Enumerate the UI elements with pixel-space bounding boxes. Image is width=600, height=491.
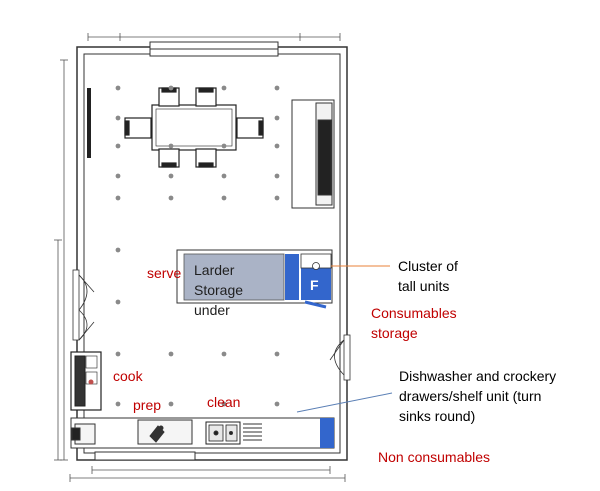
- fridge-unit: [301, 268, 331, 300]
- non-consumables-label: Non consumables: [378, 449, 491, 465]
- ceiling-light-dot: [168, 351, 174, 357]
- ceiling-light-dot: [274, 85, 280, 91]
- dining-chairs: [124, 87, 264, 168]
- ceiling-light-dot: [221, 173, 227, 179]
- bottom-worktop: [70, 417, 335, 449]
- dining-table: [151, 104, 237, 151]
- right-side-unit: [291, 99, 335, 209]
- ceiling-light-dot: [221, 143, 227, 149]
- larder-label-line-2: Storage: [194, 282, 244, 298]
- ceiling-light-dot: [274, 195, 280, 201]
- top-window: [149, 41, 279, 57]
- ceiling-light-dot: [274, 143, 280, 149]
- ceiling-light-dot: [168, 401, 174, 407]
- wall-mounted-panel: [87, 88, 91, 158]
- dishwasher-leader-line: [296, 392, 393, 413]
- ceiling-light-dot: [221, 195, 227, 201]
- ceiling-light-dot: [115, 247, 121, 253]
- bottom-window: [94, 451, 196, 461]
- larder-label-line-3: under: [194, 302, 230, 318]
- ceiling-light-dot: [115, 195, 121, 201]
- tall-unit-left: [285, 254, 299, 300]
- ceiling-light-dot: [221, 351, 227, 357]
- ceiling-light-dot: [115, 299, 121, 305]
- zone-label-serve: serve: [147, 265, 182, 281]
- ceiling-light-dot: [274, 115, 280, 121]
- ceiling-light-dot: [115, 85, 121, 91]
- zone-label-clean: clean: [207, 394, 241, 410]
- ceiling-light-dot: [168, 195, 174, 201]
- ceiling-lights: [115, 85, 280, 407]
- cluster-label-line-1: Cluster of: [398, 258, 458, 274]
- consumables-label-line-2: storage: [371, 325, 418, 341]
- left-doors: [72, 269, 95, 341]
- ceiling-light-dot: [168, 143, 174, 149]
- fridge-door: [304, 300, 327, 309]
- ceiling-light-dot: [115, 173, 121, 179]
- ceiling-light-dot: [221, 401, 227, 407]
- larder-label-line-1: Larder: [194, 262, 235, 278]
- consumables-label-line-1: Consumables: [371, 305, 457, 321]
- zone-label-prep: prep: [133, 397, 162, 413]
- dishwasher-label-line-2: drawers/shelf unit (turn: [399, 388, 542, 404]
- cluster-marker: [312, 262, 320, 270]
- ceiling-light-dot: [168, 85, 174, 91]
- ceiling-light-dot: [274, 351, 280, 357]
- ceiling-light-dot: [115, 351, 121, 357]
- ceiling-light-dot: [115, 143, 121, 149]
- fridge-label: F: [310, 277, 319, 293]
- zone-label-cook: cook: [113, 368, 143, 384]
- dishwasher-label-line-1: Dishwasher and crockery: [399, 368, 557, 384]
- dishwasher-label-line-3: sinks round): [399, 408, 476, 424]
- right-door: [329, 334, 351, 381]
- cluster-label-line-2: tall units: [398, 278, 450, 294]
- ceiling-light-dot: [168, 173, 174, 179]
- cooker: [70, 351, 102, 411]
- ceiling-light-dot: [274, 173, 280, 179]
- ceiling-light-dot: [221, 85, 227, 91]
- larder-storage-block: [176, 249, 333, 304]
- ceiling-light-dot: [115, 401, 121, 407]
- larder-storage: [183, 253, 285, 301]
- ceiling-light-dot: [274, 401, 280, 407]
- island: [176, 249, 333, 309]
- dimension-lines: [54, 33, 346, 482]
- ceiling-light-dot: [115, 115, 121, 121]
